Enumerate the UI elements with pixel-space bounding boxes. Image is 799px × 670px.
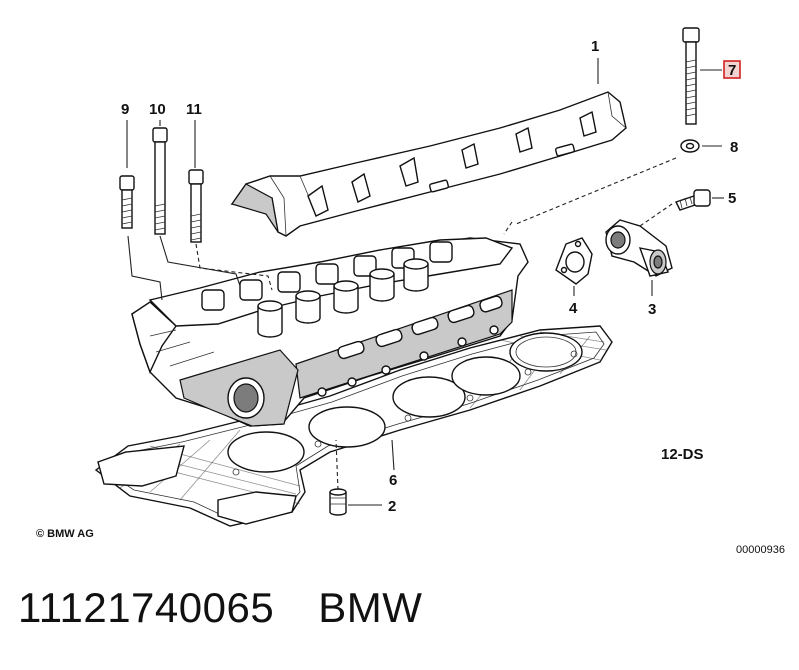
callout-1[interactable]: 1 bbox=[591, 38, 599, 55]
callout-8[interactable]: 8 bbox=[730, 139, 738, 156]
callout-11[interactable]: 11 bbox=[186, 101, 202, 118]
dowel-sleeve-2 bbox=[329, 488, 347, 516]
copyright: © BMW AG bbox=[36, 528, 94, 540]
cylinder-head bbox=[131, 237, 529, 427]
image-number: 00000936 bbox=[736, 544, 785, 556]
callout-5[interactable]: 5 bbox=[728, 190, 736, 207]
brand-name: BMW bbox=[318, 584, 423, 631]
bolt-7 bbox=[682, 27, 700, 125]
callout-9[interactable]: 9 bbox=[121, 101, 129, 118]
cover-strip bbox=[230, 91, 627, 237]
bolt-9 bbox=[119, 175, 135, 229]
callout-labels: 1 2 3 4 5 6 8 9 10 11 7 bbox=[121, 38, 741, 515]
callout-3[interactable]: 3 bbox=[648, 301, 656, 318]
flange-gasket-4 bbox=[555, 237, 593, 285]
part-caption: 11121740065 BMW bbox=[18, 584, 422, 632]
washer-8 bbox=[680, 139, 700, 153]
callout-2[interactable]: 2 bbox=[388, 498, 396, 515]
coolant-outlet-3 bbox=[605, 219, 673, 277]
callout-7[interactable]: 7 bbox=[728, 62, 736, 79]
highlight-box-7 bbox=[723, 60, 741, 79]
callout-10[interactable]: 10 bbox=[149, 101, 166, 118]
callout-4[interactable]: 4 bbox=[569, 300, 578, 317]
bolt-10 bbox=[152, 127, 168, 235]
callout-6[interactable]: 6 bbox=[389, 472, 397, 489]
diagram-code: 12-DS bbox=[661, 446, 704, 463]
head-gasket bbox=[94, 325, 613, 527]
leader-lines bbox=[126, 58, 724, 506]
bolt-11 bbox=[188, 169, 204, 243]
bolt-5 bbox=[675, 189, 711, 211]
part-number: 11121740065 bbox=[18, 584, 275, 631]
